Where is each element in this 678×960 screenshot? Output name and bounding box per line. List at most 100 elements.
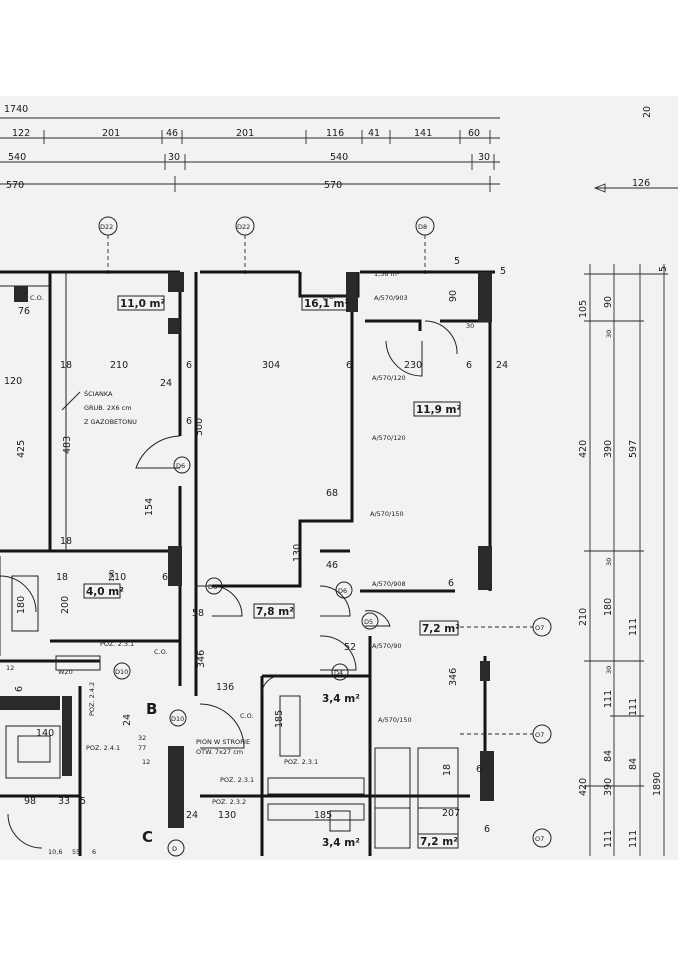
- dim-i-483: 483: [62, 436, 73, 454]
- dim-i-18d: 18: [60, 536, 72, 547]
- door-d10-a: D10: [115, 668, 128, 676]
- window-code-120a: A/570/120: [372, 374, 406, 382]
- shaft-note-1: PION W STROPIE: [196, 738, 250, 746]
- dim-i-5c: 5: [500, 266, 506, 277]
- right-dimension-text: 105 420 210 420 90 30 390 30 180 30 111 …: [578, 266, 669, 848]
- dim-116: 116: [326, 128, 344, 139]
- dim-i-207: 207: [442, 808, 460, 819]
- dim-i-68: 68: [326, 488, 338, 499]
- dim-5: 5: [658, 266, 669, 272]
- dim-540b: 540: [330, 152, 348, 163]
- dim-i-346a: 346: [196, 650, 207, 668]
- dim-i-120: 120: [4, 376, 22, 387]
- dim-111a: 111: [603, 690, 614, 708]
- dim-i-500: 500: [194, 418, 205, 436]
- note-scianka-3: Z GAZOBETONU: [84, 418, 137, 426]
- dim-i-10-6: 10,6: [48, 848, 62, 856]
- dim-111e: 111: [603, 830, 614, 848]
- room-areas: 11,0 m² 16,1 m² 1,56 m² 11,9 m² 4,0 m² 7…: [83, 270, 462, 849]
- floor-plan-svg: 1740 122 201 46 201 116 41 141 60 540 30…: [0, 104, 678, 857]
- dim-i-76: 76: [18, 306, 30, 317]
- dim-180: 180: [603, 598, 614, 616]
- dim-i-6g: 6: [448, 578, 454, 589]
- dim-30b: 30: [478, 152, 490, 163]
- dim-i-24a: 24: [160, 378, 172, 389]
- top-dimension-lines: [0, 117, 678, 193]
- dim-141: 141: [414, 128, 432, 139]
- axis-o7-c: O7: [535, 835, 544, 843]
- area-11-0: 11,0 m²: [120, 298, 166, 310]
- axis-o7-a: O7: [535, 624, 544, 632]
- area-3-4b: 3,4 m²: [322, 837, 360, 849]
- letter-c: C: [142, 828, 153, 846]
- door-d10-b: D10: [171, 715, 184, 723]
- dim-i-58: 58: [192, 608, 204, 619]
- walls: [0, 270, 495, 856]
- dim-i-6e: 6: [186, 416, 192, 427]
- dim-i-77: 77: [138, 744, 146, 752]
- dim-i-24c: 24: [122, 714, 133, 726]
- area-4-0: 4,0 m²: [86, 586, 124, 598]
- dim-i-154: 154: [144, 498, 155, 516]
- co-4: C.O.: [154, 648, 168, 656]
- dim-210: 210: [578, 608, 589, 626]
- dim-i-24b: 24: [496, 360, 508, 371]
- dim-i-140: 140: [36, 728, 54, 739]
- dim-i-6i: 6: [476, 764, 482, 775]
- dim-30a: 30: [168, 152, 180, 163]
- interior-dimensions: 76 18 210 24 304 6 230 6 24 120 425 483 …: [4, 256, 508, 856]
- door-d6-a: D6: [176, 462, 185, 470]
- dim-60: 60: [468, 128, 480, 139]
- dim-46: 46: [166, 128, 178, 139]
- dim-i-185a: 185: [274, 710, 285, 728]
- door-d5: D5: [364, 618, 373, 626]
- area-11-9: 11,9 m²: [416, 404, 462, 416]
- dim-i-6h: 6: [14, 686, 25, 692]
- co-1: C.O.: [30, 294, 44, 302]
- dim-390b: 390: [603, 778, 614, 796]
- dim-i-5a: 5: [80, 796, 86, 807]
- dim-i-5b: 5: [454, 256, 460, 267]
- annotations: ŚCIANKA GRUB. 2X6 cm Z GAZOBETONU A/570/…: [30, 293, 412, 857]
- co-3: C.O.: [240, 712, 254, 720]
- letter-b: B: [146, 700, 157, 718]
- dim-20: 20: [642, 106, 653, 118]
- dim-i-425: 425: [16, 440, 27, 458]
- dim-i-130a: 130: [292, 544, 303, 562]
- dim-105: 105: [578, 300, 589, 318]
- poz-241: POZ. 2.4.1: [86, 744, 120, 752]
- dim-i-6d: 6: [92, 848, 96, 856]
- dim-i-210b: 210: [108, 572, 126, 583]
- window-code-150b: A/570/150: [378, 716, 412, 724]
- dim-30d: 30: [605, 558, 613, 566]
- note-scianka-2: GRUB. 2X6 cm: [84, 404, 132, 412]
- dim-i-55: 55: [72, 848, 80, 856]
- dim-i-6j: 6: [484, 824, 490, 835]
- window-code-903: A/570/903: [374, 294, 408, 302]
- window-code-90: A/570/90: [372, 642, 402, 650]
- dim-i-180: 180: [16, 596, 27, 614]
- dim-90: 90: [603, 296, 614, 308]
- door-d6-c: D6: [338, 587, 347, 595]
- area-7-2a: 7,2 m²: [422, 623, 460, 635]
- dim-i-136: 136: [216, 682, 234, 693]
- poz-242: POZ. 2.4.2: [88, 682, 96, 716]
- dim-i-12: 12: [6, 664, 14, 672]
- dim-30e: 30: [605, 666, 613, 674]
- top-dimension-text: 1740 122 201 46 201 116 41 141 60 540 30…: [4, 104, 653, 191]
- dim-570a: 570: [6, 180, 24, 191]
- dim-84b: 84: [628, 758, 639, 770]
- dim-i-346b: 346: [448, 668, 459, 686]
- dim-201b: 201: [236, 128, 254, 139]
- window-code-120b: A/570/120: [372, 434, 406, 442]
- window-code-908: A/570/908: [372, 580, 406, 588]
- window-code-150a: A/570/150: [370, 510, 404, 518]
- door-d6-b: D6: [208, 583, 217, 591]
- dim-540a: 540: [8, 152, 26, 163]
- door-swings: [0, 320, 458, 849]
- dim-597: 597: [628, 440, 639, 458]
- area-7-8: 7,8 m²: [256, 606, 294, 618]
- door-d4: D4: [334, 669, 343, 677]
- dim-i-18c: 18: [442, 764, 453, 776]
- axis-d22-a: D22: [100, 223, 113, 231]
